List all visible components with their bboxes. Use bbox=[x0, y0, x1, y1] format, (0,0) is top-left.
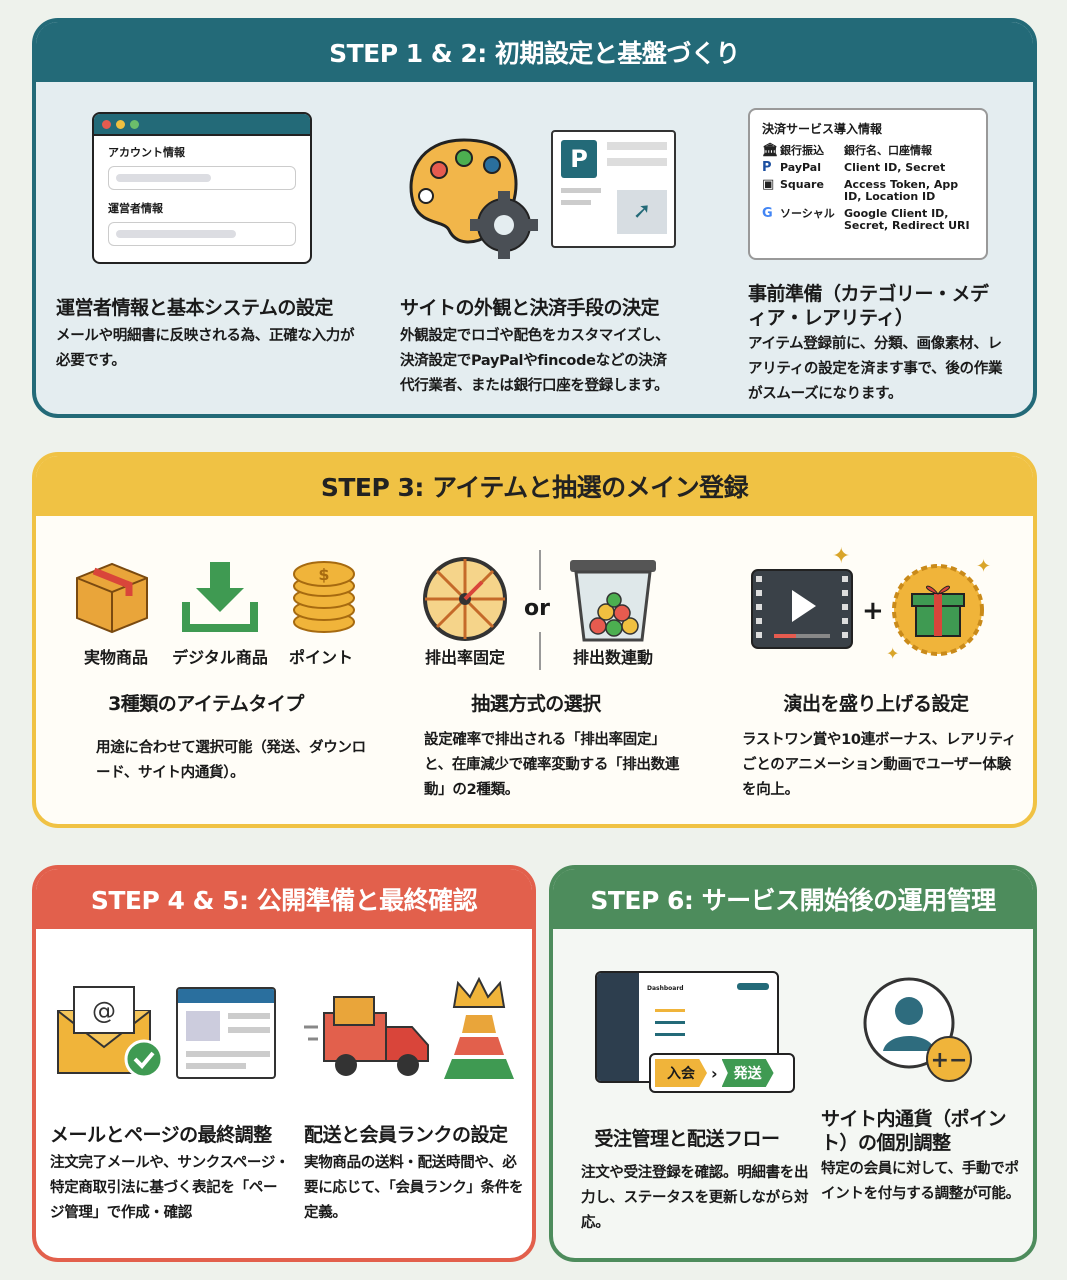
step12-body-3: アイテム登録前に、分類、画像素材、レアリティの設定を済ます事で、後の作業がスムー… bbox=[748, 336, 1003, 402]
step12-body-1: メールや明細書に反映される為、正確な入力が必要です。 bbox=[56, 328, 355, 369]
step12-heading-3: 事前準備（カテゴリー・メディア・レアリティ） bbox=[748, 283, 989, 329]
download-icon bbox=[182, 562, 258, 632]
payment-method-info: 銀行名、口座情報 bbox=[844, 144, 932, 157]
coins-icon: $ bbox=[293, 561, 355, 633]
payment-row: 🏛銀行振込 銀行名、口座情報 bbox=[762, 143, 974, 158]
paypal-logo-icon: P bbox=[561, 140, 597, 178]
payment-row: ▣ Square Access Token, App ID, Location ID bbox=[762, 177, 974, 203]
or-label: or bbox=[524, 596, 550, 621]
step3-heading-3: 演出を盛り上げる設定 bbox=[783, 693, 969, 715]
item-type-point: ポイント bbox=[288, 648, 353, 667]
method-divider bbox=[539, 632, 541, 670]
sparkle-icon: ✦ bbox=[976, 556, 992, 577]
google-icon: G bbox=[762, 206, 773, 221]
item-type-physical: 実物商品 bbox=[83, 648, 148, 667]
payment-method-info: Access Token, App ID, Location ID bbox=[844, 178, 959, 203]
payment-info-card: 決済サービス導入情報 🏛銀行振込 銀行名、口座情報 P PayPal Client ID… bbox=[748, 108, 988, 260]
plus-sign: + bbox=[862, 596, 884, 626]
page-window-icon bbox=[176, 987, 276, 1079]
step12-panel: STEP 1 & 2: 初期設定と基盤づくり アカウント情報 運営者情報 P ➚… bbox=[32, 18, 1037, 418]
step45-heading-2: 配送と会員ランクの設定 bbox=[304, 1124, 508, 1146]
flow-box: 入会 › 発送 bbox=[649, 1053, 795, 1093]
step12-title: STEP 1 & 2: 初期設定と基盤づくり bbox=[36, 22, 1033, 82]
payment-row: G ソーシャル Google Client ID, Secret, Redirect… bbox=[762, 206, 974, 232]
sparkle-icon: ✦ bbox=[832, 544, 851, 569]
user-points-icon: +− bbox=[863, 977, 972, 1082]
svg-text:@: @ bbox=[92, 997, 116, 1025]
payment-method-info: Google Client ID, Secret, Redirect URI bbox=[844, 207, 970, 232]
paypal-icon: P bbox=[762, 160, 772, 175]
video-film-icon bbox=[751, 569, 853, 649]
step45-heading-1: メールとページの最終調整 bbox=[50, 1124, 272, 1146]
method-stock-linked: 排出数連動 bbox=[572, 648, 653, 667]
svg-text:$: $ bbox=[318, 565, 329, 584]
cursor-icon: ➚ bbox=[617, 190, 667, 234]
payment-method-info: Client ID, Secret bbox=[844, 161, 946, 174]
svg-text:+−: +− bbox=[931, 1048, 968, 1073]
method-divider bbox=[539, 550, 541, 590]
payment-method-name: PayPal bbox=[780, 161, 821, 174]
step45-body-2: 実物商品の送料・配送時間や、必要に応じて、「会員ランク」条件を定義。 bbox=[304, 1155, 524, 1221]
step6-body-1: 注文や受注登録を確認。明細書を出力し、ステータスを更新しながら対応。 bbox=[581, 1165, 809, 1231]
email-check-icon: @ bbox=[57, 986, 164, 1079]
form-window-illustration: アカウント情報 運営者情報 bbox=[92, 112, 312, 264]
payment-method-name: ソーシャル bbox=[780, 207, 835, 220]
box-icon bbox=[76, 562, 148, 634]
flow-step-join: 入会 bbox=[655, 1059, 707, 1087]
form-label-operator: 運営者情報 bbox=[108, 202, 163, 215]
bank-icon: 🏛 bbox=[762, 143, 779, 158]
step12-body-2: 外観設定でロゴや配色をカスタマイズし、決済設定でPayPalやfincodeなど… bbox=[400, 328, 670, 394]
step3-heading-1: 3種類のアイテムタイプ bbox=[108, 693, 304, 715]
gift-badge-icon bbox=[892, 564, 984, 656]
step45-body-1: 注文完了メールや、サンクスページ・特定商取引法に基づく表記を「ページ管理」で作成… bbox=[50, 1155, 290, 1221]
step6-heading-2: サイト内通貨（ポイント）の個別調整 bbox=[821, 1108, 1007, 1154]
site-preview-illustration: P ➚ bbox=[551, 130, 676, 248]
step6-heading-1: 受注管理と配送フロー bbox=[594, 1128, 780, 1150]
step3-panel: STEP 3: アイテムと抽選のメイン登録 $ 実物商品 デジタル商品 ポイント… bbox=[32, 452, 1037, 828]
payment-row: P PayPal Client ID, Secret bbox=[762, 160, 974, 175]
roulette-wheel-icon bbox=[423, 557, 507, 641]
payment-method-name: Square bbox=[780, 178, 824, 191]
step3-body-3: ラストワン賞や10連ボーナス、レアリティごとのアニメーション動画でユーザー体験を… bbox=[742, 732, 1017, 798]
step45-panel: STEP 4 & 5: 公開準備と最終確認 @ メールとページの最終調整 注文完… bbox=[32, 865, 536, 1262]
step6-panel: STEP 6: サービス開始後の運用管理 Dashboard 入会 › 発送 +… bbox=[549, 865, 1037, 1262]
crown-pyramid-icon bbox=[444, 977, 514, 1079]
dashboard-title: Dashboard bbox=[647, 985, 684, 992]
step6-body-2: 特定の会員に対して、手動でポイントを付与する調整が可能。 bbox=[821, 1161, 1020, 1202]
step3-body-1: 用途に合わせて選択可能（発送、ダウンロード、サイト内通貨）。 bbox=[96, 740, 366, 781]
chevron-right-icon: › bbox=[711, 1063, 718, 1083]
step3-body-2: 設定確率で排出される「排出率固定」と、在庫減少で確率変動する「排出数連動」の2種… bbox=[424, 732, 680, 798]
form-label-account: アカウント情報 bbox=[108, 146, 185, 159]
step45-title: STEP 4 & 5: 公開準備と最終確認 bbox=[36, 869, 532, 929]
step3-heading-2: 抽選方式の選択 bbox=[471, 693, 601, 715]
method-fixed-rate: 排出率固定 bbox=[424, 648, 505, 667]
flow-step-ship: 発送 bbox=[721, 1059, 774, 1087]
payment-method-name: 銀行振込 bbox=[780, 144, 824, 157]
square-icon: ▣ bbox=[762, 177, 775, 192]
ball-jar-icon bbox=[570, 560, 656, 642]
sparkle-icon: ✦ bbox=[886, 644, 900, 663]
payment-card-title: 決済サービス導入情報 bbox=[762, 122, 883, 136]
delivery-truck-icon bbox=[304, 996, 429, 1076]
step6-title: STEP 6: サービス開始後の運用管理 bbox=[553, 869, 1033, 929]
item-type-digital: デジタル商品 bbox=[172, 648, 268, 667]
step3-title: STEP 3: アイテムと抽選のメイン登録 bbox=[36, 456, 1033, 516]
palette-gear-icon bbox=[409, 138, 538, 259]
step12-heading-2: サイトの外観と決済手段の決定 bbox=[400, 297, 660, 319]
step12-heading-1: 運営者情報と基本システムの設定 bbox=[56, 297, 333, 319]
